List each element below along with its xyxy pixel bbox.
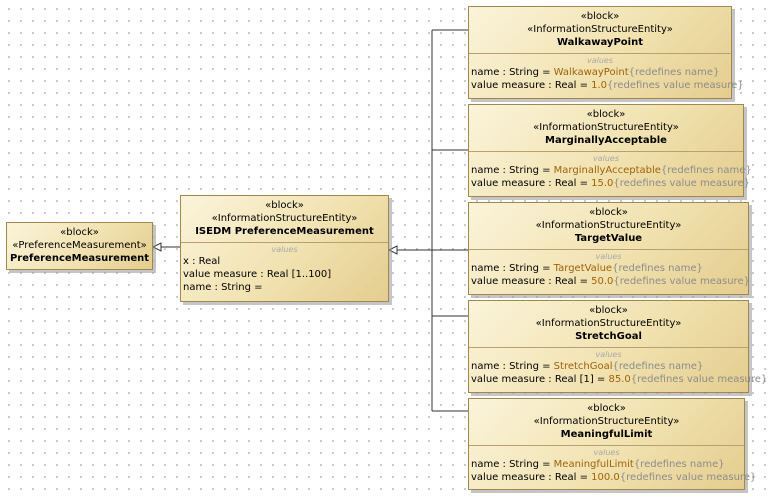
block-name: MarginallyAcceptable [545,135,667,146]
attribute-declaration: name : String = [471,263,554,274]
attribute-value-measure[interactable]: value measure : Real = 1.0{redefines val… [469,79,744,92]
targetvalue-block[interactable]: «block» «InformationStructureEntity» Tar… [468,202,750,295]
attribute-name[interactable]: name : String = MarginallyAcceptable{red… [469,164,752,177]
block-stereotype-custom: «PreferenceMeasurement» [12,240,147,251]
isedm-preference-measurement-block[interactable]: «block» «InformationStructureEntity» ISE… [180,195,389,302]
attribute-redefines: {redefines name} [612,361,704,372]
attribute-declaration: value measure : Real [1] = [471,374,609,385]
attribute-redefines: {redefines name} [612,263,703,274]
meaningfullimit-block[interactable]: «block» «InformationStructureEntity» Mea… [468,398,756,490]
block-header: «block» «InformationStructureEntity» ISE… [181,196,388,238]
attribute-redefines: {redefines name} [660,165,752,176]
attribute-declaration: value measure : Real = [471,472,592,483]
block-header: «block» «InformationStructureEntity» Str… [469,301,748,343]
values-compartment-label: values [593,448,620,457]
block-header: «block» «InformationStructureEntity» Wal… [469,7,731,49]
block-name: PreferenceMeasurement [9,253,150,264]
attribute-declaration: name : String = [471,165,554,176]
compartment-divider [469,53,731,54]
compartment-divider [469,445,744,446]
compartment-divider [469,347,748,348]
preference-measurement-block[interactable]: «block» «PreferenceMeasurement» Preferen… [6,222,153,270]
attribute-name[interactable]: name : String = TargetValue{redefines na… [469,262,748,275]
values-compartment-label: values [592,154,620,163]
generalization-arrowhead-isedm [387,245,398,255]
attribute-redefines: {redefines name} [628,67,720,78]
attribute-name[interactable]: name : String = WalkawayPoint{redefines … [469,66,731,79]
attribute-declaration: name : String = [471,459,554,470]
attribute-value-measure[interactable]: value measure : Real = 15.0{redefines va… [469,177,750,190]
block-header: «block» «InformationStructureEntity» Mar… [469,105,743,147]
block-header: «block» «InformationStructureEntity» Tar… [469,203,748,245]
block-header: «block» «PreferenceMeasurement» Preferen… [7,223,152,265]
block-stereotype-custom: «InformationStructureEntity» [533,122,679,133]
attribute-default-value: 85.0 [608,374,631,385]
attribute-default-value: TargetValue [553,263,613,274]
block-name: MeaningfulLimit [560,429,653,440]
block-stereotype-custom: «InformationStructureEntity» [535,318,682,329]
values-compartment-label: values [595,350,622,359]
attribute-name[interactable]: name : String = [183,282,263,293]
compartment-divider [181,242,388,243]
attribute-value-measure[interactable]: value measure : Real [1..100] [183,269,332,280]
attribute-x[interactable]: x : Real [183,256,221,267]
attribute-redefines: {redefines name} [633,459,725,470]
attribute-value-measure[interactable]: value measure : Real = 100.0{redefines v… [469,471,756,484]
attribute-declaration: value measure : Real = [471,80,592,91]
attribute-default-value: MarginallyAcceptable [553,165,661,176]
generalization-arrowhead-pref [151,242,162,252]
block-stereotype: «block» [580,11,620,22]
attribute-redefines: {redefines value measure} [613,178,750,189]
attribute-value-measure[interactable]: value measure : Real = 50.0{redefines va… [469,275,750,288]
attribute-redefines: {redefines value measure} [619,472,757,483]
attribute-default-value: MeaningfulLimit [553,459,634,470]
attribute-value-measure[interactable]: value measure : Real [1] = 85.0{redefine… [469,373,767,386]
attribute-declaration: value measure : Real = [471,178,592,189]
attribute-declaration: value measure : Real = [471,276,592,287]
block-stereotype: «block» [589,305,628,316]
attribute-name[interactable]: name : String = MeaningfulLimit{redefine… [469,458,744,471]
attribute-name[interactable]: name : String = StretchGoal{redefines na… [469,360,748,373]
attribute-declaration: name : String = [471,361,554,372]
walkawaypoint-block[interactable]: «block» «InformationStructureEntity» Wal… [468,6,744,99]
marginallyacceptable-block[interactable]: «block» «InformationStructureEntity» Mar… [468,104,752,197]
attribute-default-value: 100.0 [591,472,620,483]
block-stereotype: «block» [60,227,99,238]
values-compartment-label: values [586,56,614,65]
attribute-default-value: 1.0 [591,80,608,91]
block-header: «block» «InformationStructureEntity» Mea… [469,399,744,441]
compartment-divider [469,249,748,250]
attribute-redefines: {redefines value measure} [630,374,768,385]
block-name: ISEDM PreferenceMeasurement [195,226,374,237]
compartment-divider [469,151,743,152]
stretchgoal-block[interactable]: «block» «InformationStructureEntity» Str… [468,300,767,393]
attribute-declaration: name : String = [471,67,554,78]
block-stereotype-custom: «InformationStructureEntity» [527,24,673,35]
block-stereotype: «block» [586,109,626,120]
block-stereotype-custom: «InformationStructureEntity» [535,220,682,231]
attribute-redefines: {redefines value measure} [607,80,744,91]
attribute-default-value: 15.0 [591,178,614,189]
block-name: TargetValue [574,233,643,244]
values-compartment-label: values [271,245,298,254]
attribute-default-value: WalkawayPoint [553,67,629,78]
block-stereotype: «block» [589,207,628,218]
values-compartment-label: values [595,252,622,261]
attribute-default-value: 50.0 [591,276,614,287]
block-stereotype: «block» [587,403,626,414]
block-stereotype: «block» [265,200,304,211]
block-stereotype-custom: «InformationStructureEntity» [211,213,358,224]
block-name: WalkawayPoint [557,37,643,48]
block-stereotype-custom: «InformationStructureEntity» [533,416,680,427]
block-name: StretchGoal [575,331,642,342]
attribute-default-value: StretchGoal [553,361,613,372]
attribute-redefines: {redefines value measure} [613,276,750,287]
